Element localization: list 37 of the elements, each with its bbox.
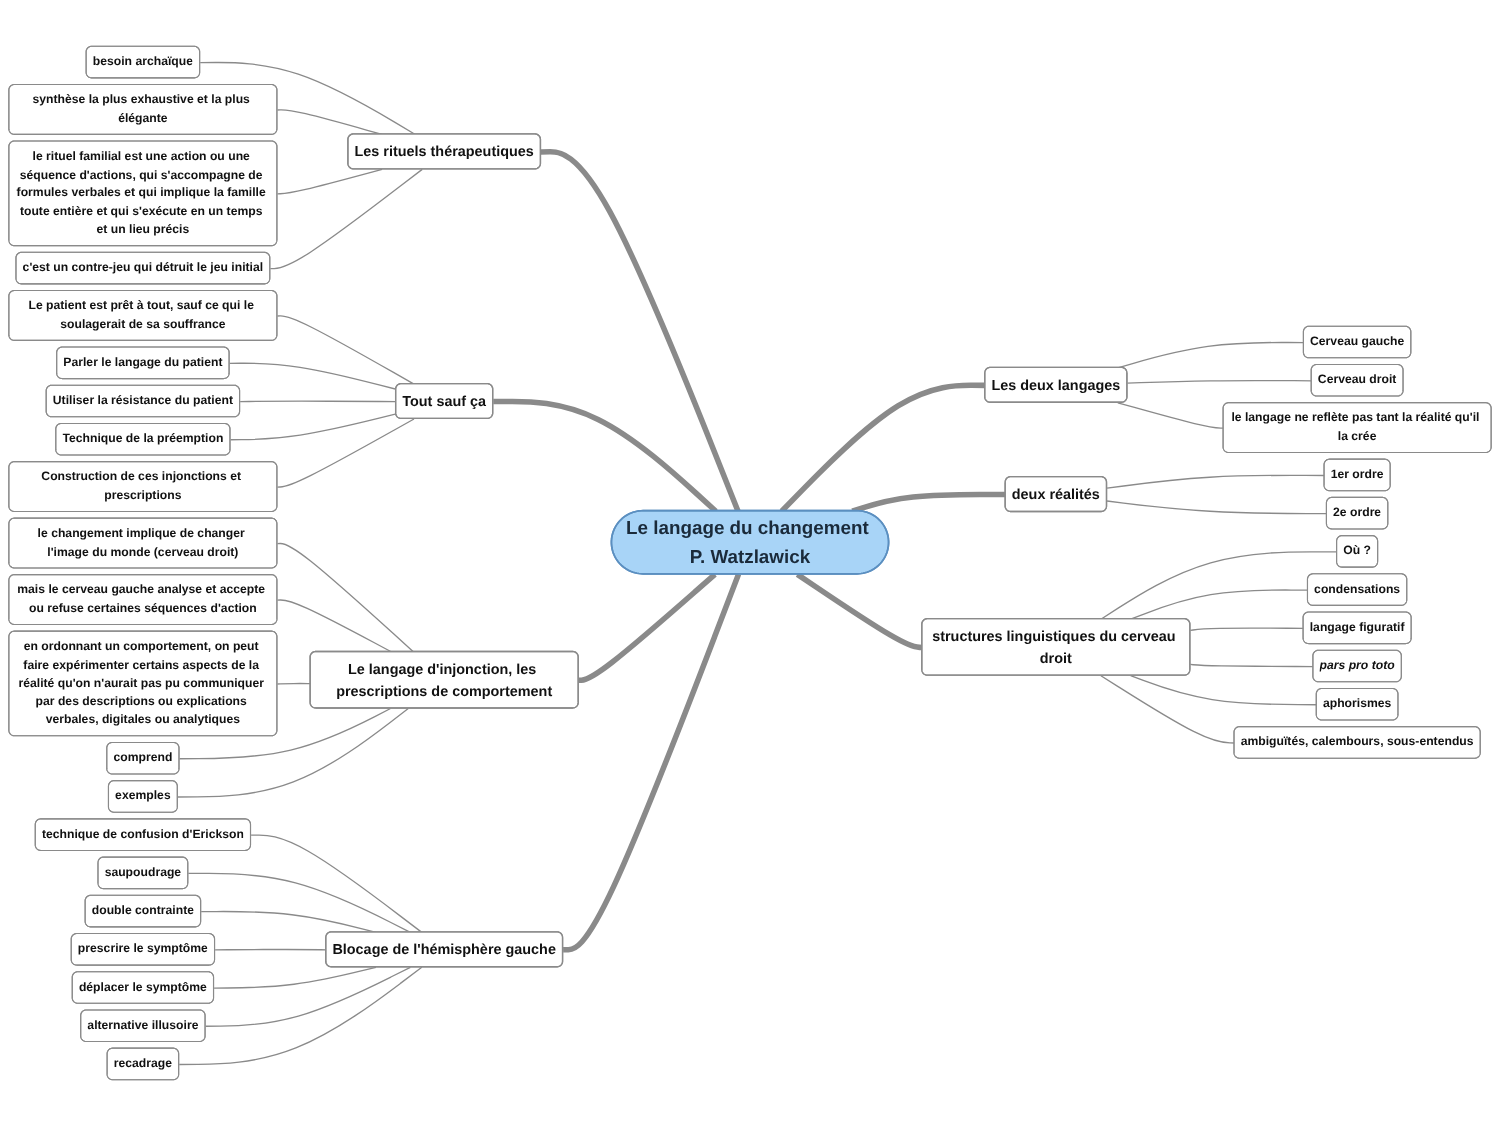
connector: [269, 168, 423, 270]
connector: [250, 834, 423, 934]
connector: [851, 491, 1006, 514]
connector: [276, 542, 415, 653]
connector: [1100, 675, 1236, 744]
connector: [1117, 402, 1225, 429]
connector: [1129, 589, 1309, 620]
connector: [229, 413, 397, 441]
connector: [1100, 551, 1338, 620]
connector: [213, 966, 377, 989]
connector: [204, 966, 411, 1027]
connector: [199, 61, 416, 136]
connector: [276, 418, 415, 488]
connector: [1106, 474, 1326, 489]
connector: [178, 966, 423, 1066]
connector: [1106, 500, 1328, 515]
connector: [795, 572, 923, 651]
connector: [214, 948, 327, 951]
connector: [229, 362, 397, 390]
connector: [276, 599, 393, 653]
connector: [1126, 379, 1313, 384]
connector: [1189, 663, 1315, 668]
connector: [493, 398, 718, 514]
connector: [578, 572, 717, 684]
connector: [239, 400, 397, 403]
connector: [177, 707, 409, 798]
connector: [187, 872, 411, 934]
connector: [276, 682, 312, 685]
connector: [779, 382, 986, 514]
connector: [1189, 627, 1305, 632]
connector: [178, 707, 392, 760]
connector: [276, 168, 383, 195]
connector: [1129, 675, 1318, 706]
connector: [540, 149, 741, 513]
connector: [563, 573, 742, 953]
connector: [1117, 341, 1305, 369]
connector: [276, 315, 415, 385]
